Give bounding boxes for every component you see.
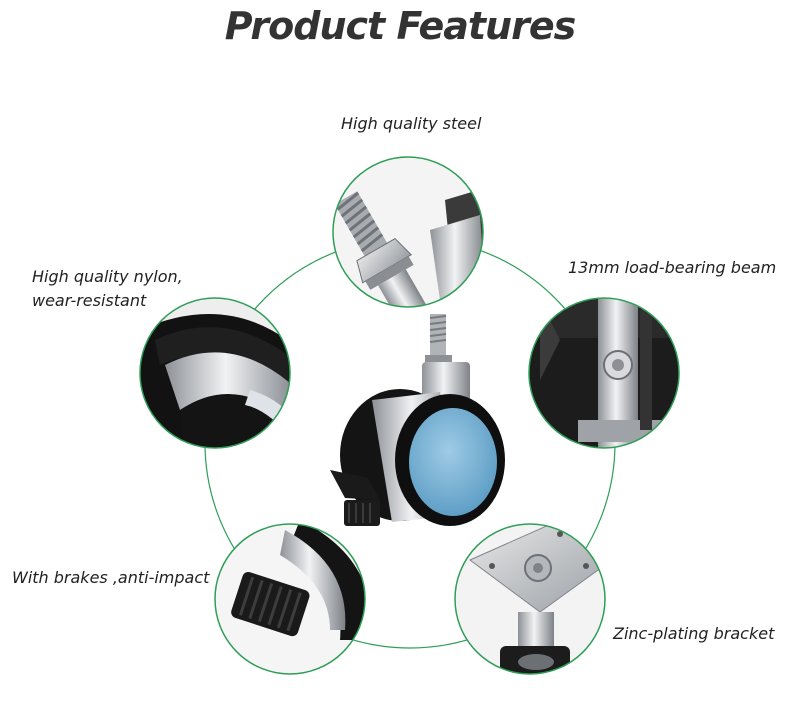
feature-image-nylon-wheel <box>139 297 291 449</box>
label-load-bearing-beam: 13mm load-bearing beam <box>568 258 777 277</box>
feature-image-zinc-bracket <box>454 523 606 675</box>
caster-wheel-product <box>330 314 505 526</box>
label-nylon-line-1: High quality nylon, <box>32 267 183 286</box>
feature-image-steel-bolt <box>332 156 484 308</box>
label-with-brakes: With brakes ,anti-impact <box>12 568 210 587</box>
feature-image-load-beam <box>528 297 680 449</box>
page-title: Product Features <box>224 4 576 48</box>
label-zinc-plating-bracket: Zinc-plating bracket <box>613 624 775 643</box>
feature-image-brake <box>214 523 366 675</box>
label-nylon-wear-resistant: High quality nylon, wear-resistant <box>32 265 183 313</box>
label-high-quality-steel: High quality steel <box>341 114 482 133</box>
label-nylon-line-2: wear-resistant <box>32 291 147 310</box>
